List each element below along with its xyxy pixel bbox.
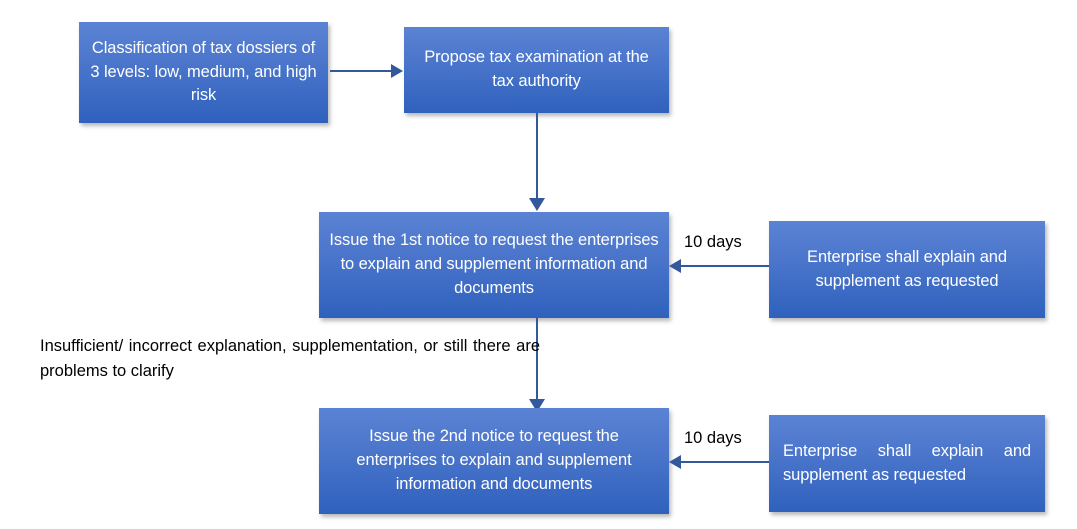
node-enterprise-response-2-label: Enterprise shall explain and supplement … <box>783 441 1031 484</box>
connector-response2-to-second-notice <box>681 461 769 463</box>
node-classification-label: Classification of tax dossiers of 3 leve… <box>90 38 317 105</box>
escalation-note: Insufficient/ incorrect explanation, sup… <box>40 337 540 380</box>
connector-classification-to-propose <box>330 70 392 72</box>
arrowhead-propose-to-first-notice <box>529 198 545 211</box>
node-propose-examination-label: Propose tax examination at the tax autho… <box>424 48 649 90</box>
node-second-notice[interactable]: Issue the 2nd notice to request the ente… <box>319 408 669 514</box>
connector-response1-to-first-notice <box>681 265 769 267</box>
node-enterprise-response-1[interactable]: Enterprise shall explain and supplement … <box>769 221 1045 318</box>
edge-label-second-notice-deadline: 10 days <box>684 429 742 447</box>
connector-propose-to-first-notice <box>536 113 538 199</box>
node-second-notice-label: Issue the 2nd notice to request the ente… <box>356 427 632 493</box>
arrowhead-classification-to-propose <box>391 64 403 78</box>
edge-label-first-notice-deadline: 10 days <box>684 233 742 251</box>
arrowhead-response1-to-first-notice <box>669 259 681 273</box>
node-classification[interactable]: Classification of tax dossiers of 3 leve… <box>79 22 328 123</box>
node-first-notice-label: Issue the 1st notice to request the ente… <box>329 231 659 297</box>
node-enterprise-response-1-label: Enterprise shall explain and supplement … <box>807 247 1007 290</box>
connector-first-to-second-notice <box>536 318 538 401</box>
node-propose-examination[interactable]: Propose tax examination at the tax autho… <box>404 27 669 113</box>
arrowhead-response2-to-second-notice <box>669 455 681 469</box>
node-first-notice[interactable]: Issue the 1st notice to request the ente… <box>319 212 669 318</box>
node-enterprise-response-2[interactable]: Enterprise shall explain and supplement … <box>769 415 1045 512</box>
